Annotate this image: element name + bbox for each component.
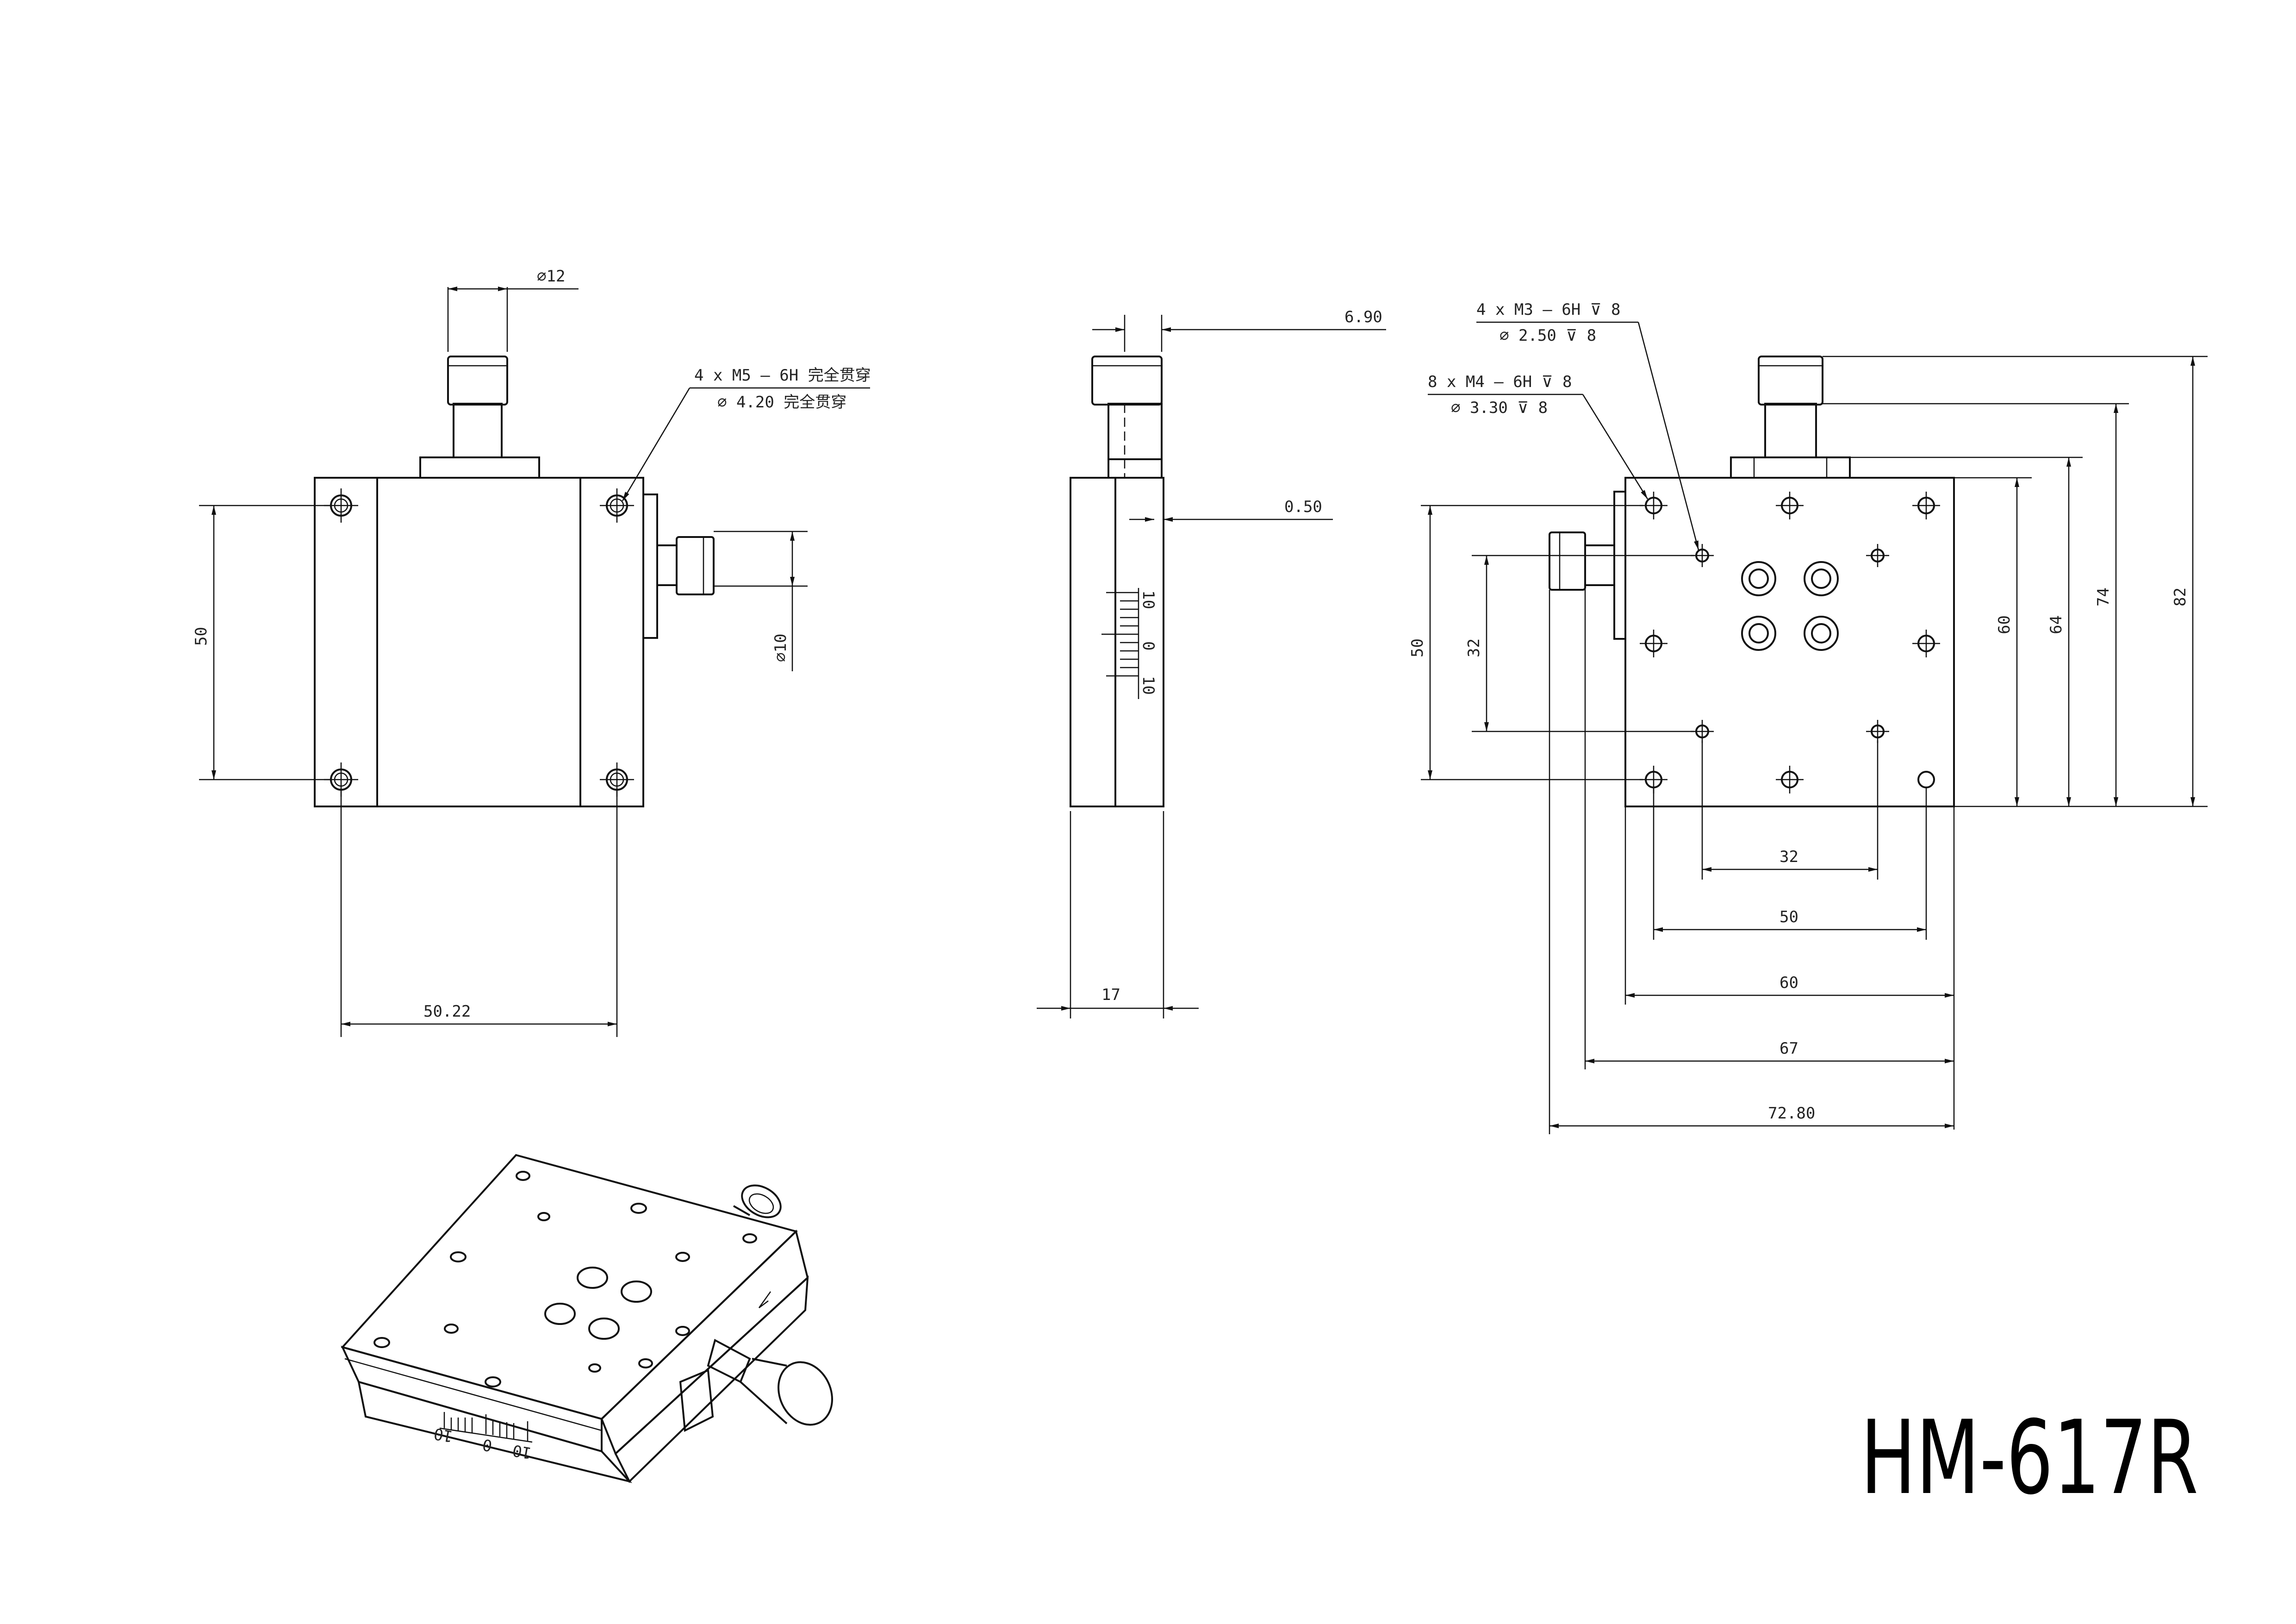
dim-top-v60: 60 (1995, 615, 2014, 634)
dim-front-50: 50 (192, 627, 211, 646)
dim-top-h67: 67 (1780, 1039, 1798, 1058)
iso-scale: 10 0 10 (432, 1412, 533, 1462)
micrometer (676, 536, 715, 595)
svg-text:0: 0 (1139, 641, 1157, 650)
dim-top-v50: 50 (1408, 638, 1427, 657)
callout-m5-line1: 4 x M5 – 6H 完全贯穿 (694, 366, 871, 385)
dim-side-050: 0.50 (1284, 498, 1322, 516)
side-scale: 10 0 10 (1101, 588, 1157, 699)
svg-text:10: 10 (1139, 590, 1157, 609)
isometric-view: 10 0 10 (341, 1154, 833, 1483)
svg-text:0: 0 (481, 1435, 493, 1455)
m3-holes (1695, 549, 1885, 738)
top-body (1624, 477, 1955, 807)
callout-m3-line2: ∅ 2.50 ⊽ 8 (1500, 326, 1596, 345)
svg-text:10: 10 (432, 1424, 454, 1446)
dim-top-v32: 32 (1465, 638, 1483, 657)
counterbore-holes (1741, 561, 1839, 651)
svg-text:10: 10 (511, 1441, 533, 1462)
top-view: 4 x M3 – 6H ⊽ 8 ∅ 2.50 ⊽ 8 8 x M4 – 6H ⊽… (1408, 300, 2208, 1134)
dim-front-5022: 50.22 (423, 1002, 471, 1021)
iso-holes (373, 1171, 757, 1387)
dim-side-690: 6.90 (1344, 308, 1382, 326)
dim-top-v64: 64 (2047, 615, 2066, 634)
mounting-holes (324, 488, 634, 797)
callout-m5-line2: ∅ 4.20 完全贯穿 (717, 393, 846, 412)
dim-micrometer-diameter: ∅10 (772, 634, 790, 662)
iso-micrometer-knob (778, 1361, 833, 1426)
callout-m4-line2: ∅ 3.30 ⊽ 8 (1451, 399, 1548, 417)
dim-knob-diameter: ∅12 (537, 267, 565, 286)
m4-holes (1645, 497, 1935, 788)
callout-m3-line1: 4 x M3 – 6H ⊽ 8 (1476, 300, 1620, 319)
top-micrometer (1549, 531, 1586, 591)
dim-top-h50: 50 (1780, 908, 1798, 926)
dim-top-v74: 74 (2094, 587, 2113, 606)
dim-top-v82: 82 (2171, 587, 2190, 606)
front-view: ∅12 4 x M5 – 6H 完全贯穿 ∅ 4.20 完全贯穿 50 50.2… (192, 267, 871, 1037)
dim-top-h7280: 72.80 (1768, 1104, 1815, 1123)
side-knob (1091, 356, 1163, 406)
iso-top-face (341, 1154, 798, 1420)
side-view: 10 0 10 6.90 0.50 17 (1037, 308, 1386, 1018)
front-body (314, 477, 644, 807)
model-title: HM-617R (1860, 1399, 2198, 1517)
dim-top-h60: 60 (1780, 974, 1798, 992)
svg-text:10: 10 (1139, 676, 1157, 695)
dim-side-17: 17 (1101, 986, 1120, 1004)
callout-m4-line1: 8 x M4 – 6H ⊽ 8 (1428, 373, 1572, 391)
top-knob (1758, 356, 1823, 406)
knob (447, 356, 508, 406)
dim-top-h32: 32 (1780, 848, 1798, 866)
